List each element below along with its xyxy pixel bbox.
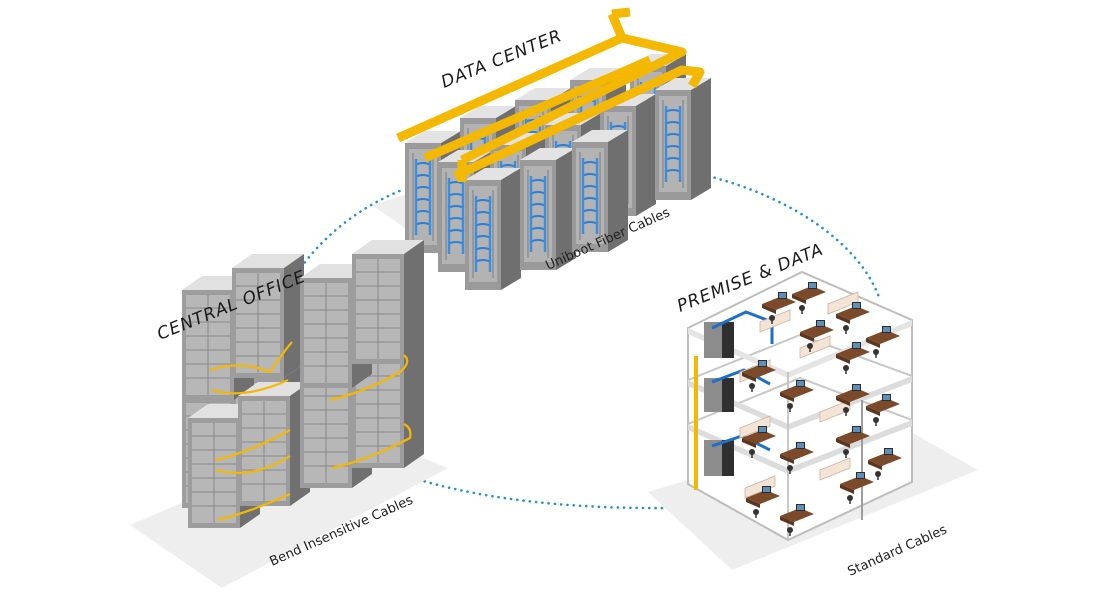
connection-links [280, 170, 882, 510]
cable-tray-icon [396, 7, 705, 182]
central-office-node: CENTRAL OFFICE Bend Insensitive Cables [130, 239, 448, 588]
data-center-title: DATA CENTER [438, 26, 565, 93]
office-building-icon [687, 270, 913, 542]
premise-node: PREMISE & DATA Standard Cables [648, 240, 978, 580]
link-data-center-to-premise [688, 170, 882, 302]
premise-caption: Standard Cables [846, 522, 950, 579]
link-central-office-to-data-center [280, 188, 404, 302]
link-central-office-to-premise [290, 400, 674, 510]
yellow-patch-cables [209, 341, 412, 522]
server-rack-icon [704, 322, 734, 476]
